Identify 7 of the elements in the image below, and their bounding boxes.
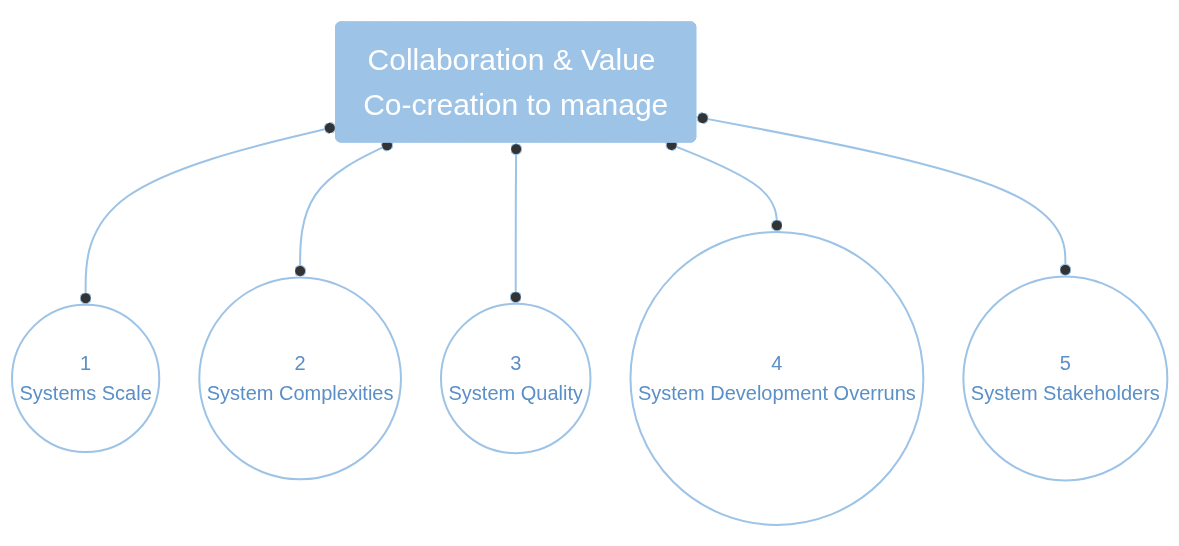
connector — [695, 111, 1072, 277]
connector — [509, 141, 523, 305]
node-circle: 2 System Complexities — [198, 276, 402, 480]
node-circle: 1 Systems Scale — [10, 303, 161, 453]
node-circle: 5 System Stakeholders — [962, 275, 1169, 481]
node-circle: 3 System Quality — [439, 302, 592, 454]
node-circle: 4 System Development Overruns — [629, 230, 925, 526]
